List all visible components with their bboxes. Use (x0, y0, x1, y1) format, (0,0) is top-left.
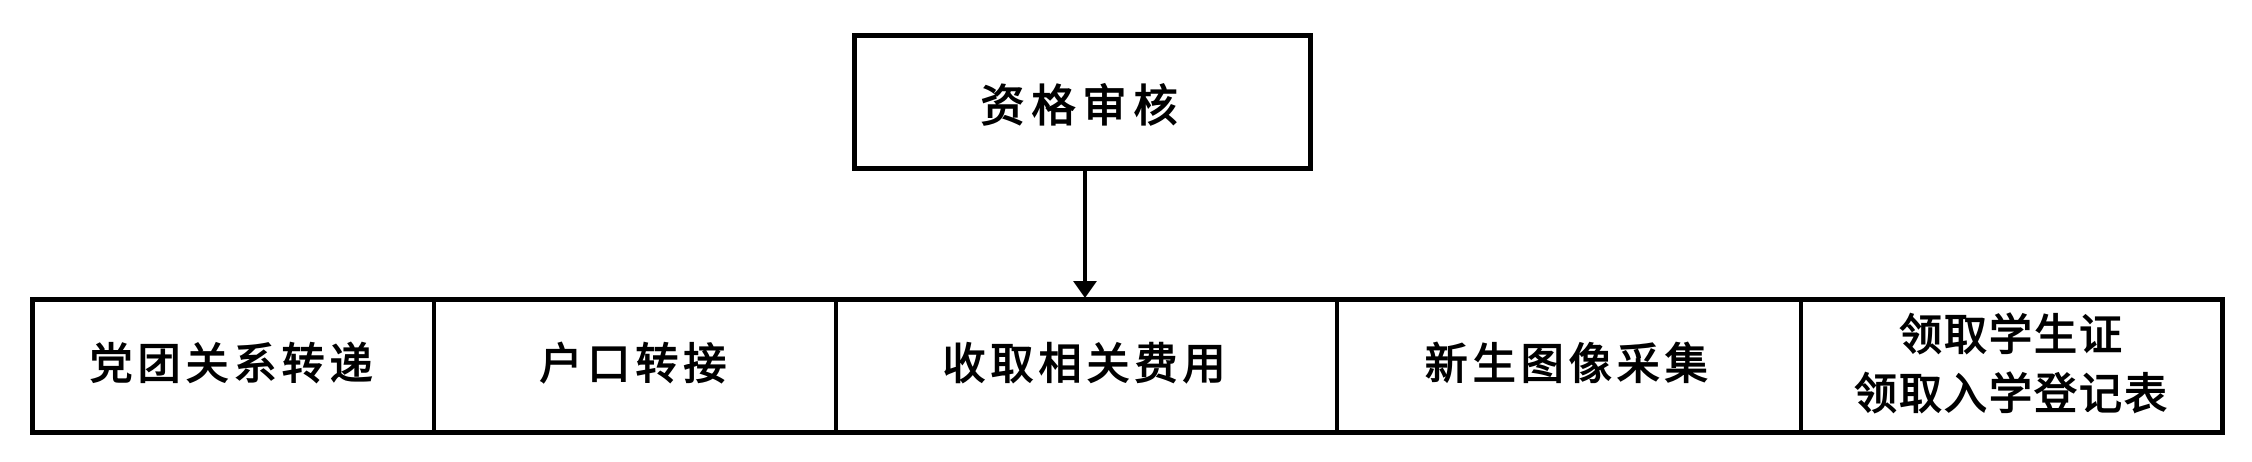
down-arrow-shaft (1083, 171, 1087, 283)
process-row: 党团关系转递 户口转接 收取相关费用 新生图像采集 领取学生证 领取入学登记表 (30, 297, 2225, 435)
node-collect-student-id-and-registration-form: 领取学生证 领取入学登记表 (1798, 302, 2220, 430)
node-household-registration-transfer-label: 户口转接 (539, 341, 732, 390)
node-party-league-transfer-label: 党团关系转递 (89, 341, 378, 390)
node-household-registration-transfer: 户口转接 (432, 302, 834, 430)
down-arrow-head-icon (1073, 281, 1097, 298)
node-student-photo-capture: 新生图像采集 (1334, 302, 1799, 430)
node-collect-registration-form-label: 领取入学登记表 (1853, 371, 2169, 419)
node-qualification-review: 资格审核 (852, 33, 1313, 171)
node-student-photo-capture-label: 新生图像采集 (1424, 341, 1713, 390)
node-qualification-review-label: 资格审核 (980, 82, 1185, 131)
node-collect-fees-label: 收取相关费用 (942, 341, 1231, 390)
node-collect-student-id-label: 领取学生证 (1898, 311, 2124, 360)
node-collect-fees: 收取相关费用 (834, 302, 1334, 430)
node-party-league-transfer: 党团关系转递 (35, 302, 432, 430)
